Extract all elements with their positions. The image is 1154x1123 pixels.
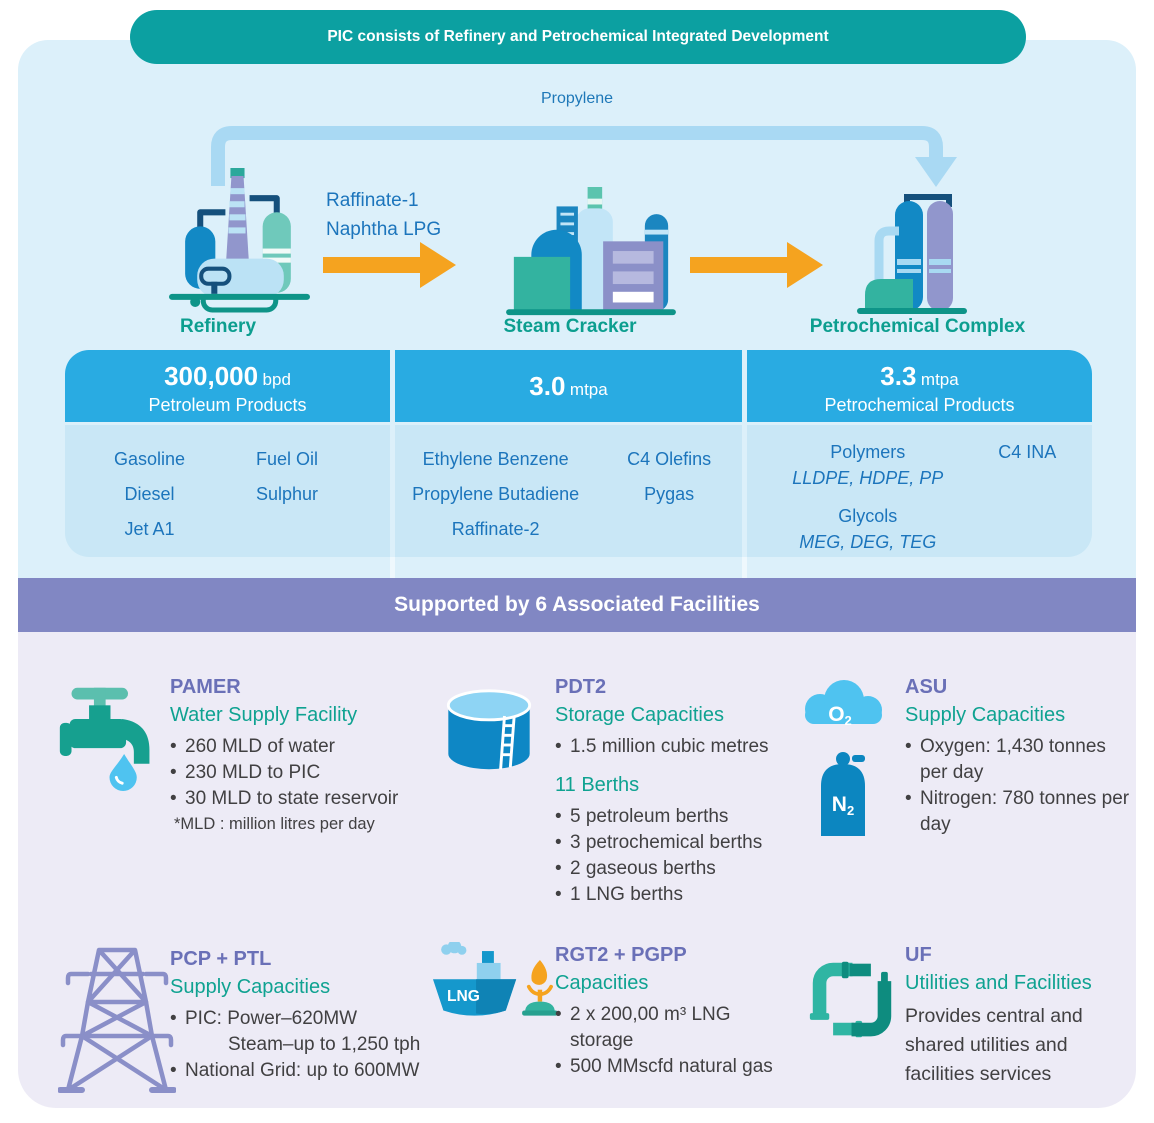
- petrochemical-complex-icon: [857, 194, 967, 314]
- product-group-name: Polymers: [830, 442, 906, 462]
- pdt2-card: PDT2 Storage Capacities 1.5 million cubi…: [555, 676, 800, 908]
- product-item: Jet A1: [124, 519, 175, 539]
- pipes-icon: [809, 961, 892, 1038]
- facility-bullet: PIC: Power–620MW: [185, 1008, 358, 1029]
- capacity-value: 300,000: [164, 361, 259, 391]
- column-gap-line: [742, 557, 747, 578]
- facility-bullet: 30 MLD to state reservoir: [185, 788, 399, 809]
- product-item: Gasoline: [113, 449, 186, 469]
- berths-subheading: 11 Berths: [555, 774, 640, 796]
- facility-name: PAMER: [170, 676, 241, 698]
- facility-bullet: 3 petrochemical berths: [570, 832, 763, 853]
- feed-line-2: Naphtha LPG: [326, 219, 442, 240]
- facility-description: Provides central and shared utilities an…: [905, 1005, 1083, 1085]
- facility-name: PDT2: [555, 676, 607, 698]
- product-item: Propylene Butadiene: [412, 484, 580, 504]
- pcp-ptl-card: PCP + PTL Supply Capacities PIC: Power–6…: [170, 948, 440, 1084]
- storage-tank-icon: [446, 689, 532, 770]
- uf-card: UF Utilities and Facilities Provides cen…: [905, 944, 1105, 1089]
- steam-cracker-icon: [506, 187, 676, 316]
- product-item: Pygas: [644, 484, 695, 504]
- product-item: C4 INA: [998, 442, 1057, 462]
- facilities-panel: PAMER Water Supply Facility 260 MLD of w…: [18, 632, 1136, 1108]
- oxygen-cloud-nitrogen-cylinder-icon: O2 N2: [805, 680, 882, 836]
- facility-bullet-continued: Steam–up to 1,250 tph: [228, 1034, 421, 1055]
- refinery-label: Refinery: [179, 316, 257, 337]
- flow-arrows: [211, 126, 957, 288]
- facility-footnote: *MLD : million litres per day: [174, 815, 375, 833]
- feed-line-1: Raffinate-1: [326, 190, 419, 211]
- propylene-arrowhead-icon: [915, 157, 957, 187]
- steam-cracker-body: Ethylene Benzene Propylene Butadiene Raf…: [395, 425, 742, 557]
- refinery-icon: [169, 168, 310, 313]
- product-item: Sulphur: [255, 484, 319, 504]
- product-item: Ethylene Benzene: [422, 449, 569, 469]
- pamer-card: PAMER Water Supply Facility 260 MLD of w…: [170, 676, 422, 834]
- facility-subtitle: Supply Capacities: [905, 704, 1066, 726]
- facility-bullet: 2 x 200,00 m³ LNG storage: [570, 1004, 731, 1051]
- facility-subtitle: Utilities and Facilities: [905, 972, 1092, 994]
- lng-ship-flare-icon: LNG: [432, 942, 558, 1016]
- facility-bullet: 1.5 million cubic metres: [570, 736, 769, 757]
- facilities-banner: Supported by 6 Associated Facilities: [18, 578, 1136, 632]
- product-item: Raffinate-2: [451, 519, 540, 539]
- propylene-label: Propylene: [540, 90, 614, 107]
- product-group-name: Glycols: [838, 506, 898, 526]
- facility-subtitle: Water Supply Facility: [170, 704, 358, 726]
- svg-text:LNG: LNG: [447, 988, 480, 1005]
- facility-bullet: 260 MLD of water: [185, 736, 335, 757]
- facility-bullet: 2 gaseous berths: [570, 858, 716, 879]
- product-group-detail: LLDPE, HDPE, PP: [792, 468, 944, 488]
- header-banner-title: PIC consists of Refinery and Petrochemic…: [327, 28, 829, 45]
- product-item: C4 Olefins: [627, 449, 712, 469]
- facility-bullet: Oxygen: 1,430 tonnes per day: [920, 736, 1106, 783]
- facility-bullet: Nitrogen: 780 tonnes per day: [920, 788, 1130, 835]
- steam-cracker-label: Steam Cracker: [503, 316, 637, 337]
- feed-arrow-icon: [323, 242, 456, 288]
- petroleum-products-body: Gasoline Diesel Jet A1 Fuel Oil Sulphur: [65, 425, 390, 557]
- header-subtitle: Petroleum Products: [148, 395, 307, 415]
- pic-overview-panel: Propylene: [18, 40, 1136, 578]
- capacity-value: 3.3: [880, 361, 917, 391]
- petrochemical-products-header: 3.3 mtpa Petrochemical Products: [747, 350, 1092, 422]
- facility-name: UF: [905, 944, 932, 966]
- rgt2-pgpp-card: RGT2 + PGPP Capacities 2 x 200,00 m³ LNG…: [555, 944, 773, 1080]
- facility-subtitle: Storage Capacities: [555, 704, 724, 726]
- petrochemical-products-column: 3.3 mtpa Petrochemical Products Polymers…: [747, 350, 1092, 557]
- asu-card: ASU Supply Capacities Oxygen: 1,430 tonn…: [905, 676, 1133, 838]
- facility-bullet: 500 MMscfd natural gas: [570, 1056, 773, 1077]
- petrochemical-complex-label: Petrochemical Complex: [809, 316, 1026, 337]
- capacity-unit: bpd: [262, 370, 291, 389]
- facility-bullet: National Grid: up to 600MW: [185, 1060, 420, 1081]
- facility-bullet: 1 LNG berths: [570, 884, 683, 905]
- facility-name: PCP + PTL: [170, 948, 272, 970]
- transmission-tower-icon: [58, 947, 176, 1093]
- facilities-banner-title: Supported by 6 Associated Facilities: [394, 593, 760, 616]
- column-gap-line: [390, 557, 395, 578]
- facility-subtitle: Supply Capacities: [170, 976, 331, 998]
- header-subtitle: Petrochemical Products: [824, 395, 1015, 415]
- facility-name: ASU: [905, 676, 948, 698]
- facility-bullet: 5 petroleum berths: [570, 806, 729, 827]
- petroleum-products-column: 300,000 bpd Petroleum Products Gasoline …: [65, 350, 390, 557]
- faucet-icon: [59, 687, 150, 792]
- capacity-value: 3.0: [529, 370, 566, 401]
- header-banner: PIC consists of Refinery and Petrochemic…: [130, 10, 1026, 64]
- capacity-table: 300,000 bpd Petroleum Products Gasoline …: [65, 350, 1092, 557]
- cracker-to-petro-arrow-icon: [690, 242, 823, 288]
- steam-cracker-header: 3.0 mtpa: [395, 350, 742, 422]
- facility-subtitle: Capacities: [555, 972, 649, 994]
- feed-streams-label: Raffinate-1 Naphtha LPG: [326, 186, 441, 244]
- facility-name: RGT2 + PGPP: [555, 944, 687, 966]
- petrochemical-products-body: Polymers LLDPE, HDPE, PP Glycols MEG, DE…: [747, 425, 1092, 557]
- capacity-unit: mtpa: [920, 370, 959, 389]
- product-item: Fuel Oil: [255, 449, 318, 469]
- steam-cracker-column: 3.0 mtpa Ethylene Benzene Propylene Buta…: [395, 350, 742, 557]
- facility-bullet: 230 MLD to PIC: [185, 762, 321, 783]
- product-item: Diesel: [124, 484, 175, 504]
- propylene-arrow: [211, 126, 943, 186]
- product-group-detail: MEG, DEG, TEG: [799, 532, 937, 552]
- petroleum-products-header: 300,000 bpd Petroleum Products: [65, 350, 390, 422]
- capacity-unit: mtpa: [569, 379, 608, 399]
